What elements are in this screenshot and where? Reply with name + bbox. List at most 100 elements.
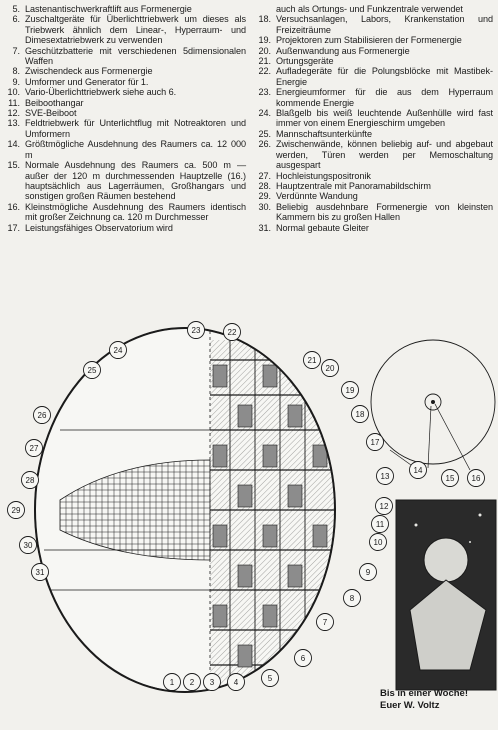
legend-text: Feldtriebwerk für Unterlichtflug mit Not… — [25, 118, 246, 139]
legend-entry: 25.Mannschaftsunterkünfte — [257, 129, 493, 139]
legend-number: 31. — [258, 222, 272, 233]
callout-label: 17 — [371, 438, 380, 447]
callout-13: 13 — [376, 467, 394, 485]
machinery-block — [287, 404, 303, 428]
legend-text: Verdünnte Wandung — [276, 191, 358, 202]
legend-text: Projektoren zum Stabilisieren der Formen… — [276, 35, 462, 46]
callout-22: 22 — [223, 323, 241, 341]
legend-text: Umformer und Generator für 1. — [25, 76, 149, 87]
legend-entry: 26. Zwischenwände, können beliebig auf- u… — [257, 139, 494, 171]
legend-entry: 28.Hauptzentrale mit Panoramabildschirm — [257, 181, 493, 191]
legend-text: Versuchsanlagen, Labors, Krankenstation … — [276, 14, 493, 35]
legend-number: 20. — [258, 45, 272, 56]
callout-label: 23 — [192, 326, 201, 335]
callout-17: 17 — [366, 433, 384, 451]
callout-2: 2 — [183, 673, 201, 691]
callout-25: 25 — [83, 361, 101, 379]
legend-number: 6. — [12, 14, 21, 25]
legend-entry: 10.Vario-Überlichttriebwerk siehe auch 6… — [6, 87, 246, 97]
callout-label: 24 — [114, 346, 123, 355]
callout-11: 11 — [371, 515, 389, 533]
legend-column-right: auch als Ortungs- und Funkzentrale verwe… — [257, 4, 494, 233]
signoff-line-2: Euer W. Voltz — [380, 700, 440, 711]
machinery-block — [262, 444, 278, 468]
legend-text: Blaßgelb bis weiß leuchtende Außenhülle … — [276, 108, 493, 129]
callout-label: 15 — [446, 474, 455, 483]
legend-number: 28. — [258, 180, 272, 191]
callout-label: 12 — [380, 502, 389, 511]
machinery-block — [262, 604, 278, 628]
callout-label: 31 — [36, 568, 45, 577]
legend-entry: 15.Normale Ausdehnung des Raumers ca. 50… — [6, 160, 247, 202]
callout-29: 29 — [7, 501, 25, 519]
callout-label: 21 — [308, 356, 317, 365]
callout-8: 8 — [343, 589, 361, 607]
machinery-block — [262, 364, 278, 388]
callout-label: 16 — [472, 474, 481, 483]
callout-30: 30 — [19, 536, 37, 554]
legend-entry: 29. Verdünnte Wandung — [257, 191, 493, 201]
machinery-block — [287, 564, 303, 588]
machinery-block — [237, 404, 253, 428]
legend-text: auch als Ortungs- und Funkzentrale verwe… — [276, 4, 463, 14]
signoff-line-1: Bis in einer Woche! — [380, 688, 468, 699]
callout-label: 7 — [323, 618, 328, 627]
callout-27: 27 — [25, 439, 43, 457]
callout-label: 3 — [210, 678, 215, 687]
legend-text: Größtmögliche Ausdehnung des Raumers ca.… — [25, 139, 246, 160]
legend-number: 29. — [258, 191, 272, 202]
legend-entry: 19.Projektoren zum Stabilisieren der For… — [257, 35, 493, 45]
machinery-block — [237, 484, 253, 508]
legend-number: 23. — [258, 87, 272, 98]
legend-number: 13. — [7, 118, 21, 129]
legend-text: Beliebig ausdehnbare Formenergie von kle… — [276, 201, 493, 223]
machinery-block — [287, 484, 303, 508]
callout-31: 31 — [31, 563, 49, 581]
inset-illustration — [395, 499, 497, 691]
legend-entry: 12.SVE-Beiboot — [6, 108, 246, 118]
legend-entry: 23. Energieumformer für die aus dem Hyper… — [257, 87, 494, 108]
legend-number: 30. — [258, 201, 272, 212]
legend-number: 25. — [258, 128, 272, 139]
callout-label: 13 — [381, 472, 390, 481]
legend-number: 14. — [7, 139, 21, 150]
machinery-block — [237, 644, 253, 668]
legend-entry: 11.Beiboothangar — [6, 98, 246, 108]
legend-entry: 18. Versuchsanlagen, Labors, Krankenstati… — [257, 14, 494, 35]
callout-9: 9 — [359, 563, 377, 581]
legend-entry: 7.Geschützbatterie mit verschiedenen 5di… — [6, 46, 247, 67]
legend-text: Zwischenwände, können beliebig auf- und … — [276, 139, 493, 171]
legend-entry: 30. Beliebig ausdehnbare Formenergie von … — [257, 201, 494, 223]
legend-entry: 27.Hochleistungspositronik — [257, 171, 493, 181]
legend-text: Lastenantischwerkraftlift aus Formenergi… — [25, 4, 192, 14]
legend: 5.Lastenantischwerkraftlift aus Formener… — [0, 4, 498, 304]
callout-12: 12 — [375, 497, 393, 515]
callout-3: 3 — [203, 673, 221, 691]
machinery-block — [212, 444, 228, 468]
callout-label: 22 — [228, 328, 237, 337]
legend-entry: 17.Leistungsfähiges Observatorium wird — [6, 223, 246, 233]
legend-number: 26. — [258, 139, 272, 150]
callout-14: 14 — [409, 461, 427, 479]
legend-entry: 8. Zwischendeck aus Formenergie — [6, 66, 246, 76]
ship-sphere — [34, 327, 336, 693]
callout-label: 8 — [350, 594, 355, 603]
legend-number: 18. — [258, 14, 272, 25]
legend-number: 9. — [12, 76, 21, 87]
legend-number: 16. — [7, 201, 21, 212]
callout-16: 16 — [467, 469, 485, 487]
legend-text: Zwischendeck aus Formenergie — [25, 66, 153, 77]
callout-label: 30 — [24, 541, 33, 550]
legend-text: Hochleistungspositronik — [276, 170, 371, 181]
callout-label: 4 — [234, 678, 239, 687]
legend-text: Normale Ausdehnung des Raumers ca. 500 m… — [25, 160, 246, 202]
legend-entry: 5.Lastenantischwerkraftlift aus Formener… — [6, 4, 246, 14]
callout-28: 28 — [21, 471, 39, 489]
legend-number: 10. — [7, 87, 21, 98]
callout-23: 23 — [187, 321, 205, 339]
callout-10: 10 — [369, 533, 387, 551]
legend-entry: 9. Umformer und Generator für 1. — [6, 77, 246, 87]
machinery-block — [212, 604, 228, 628]
legend-text: Energieumformer für die aus dem Hyperrau… — [276, 87, 493, 108]
legend-number: 8. — [12, 66, 21, 77]
